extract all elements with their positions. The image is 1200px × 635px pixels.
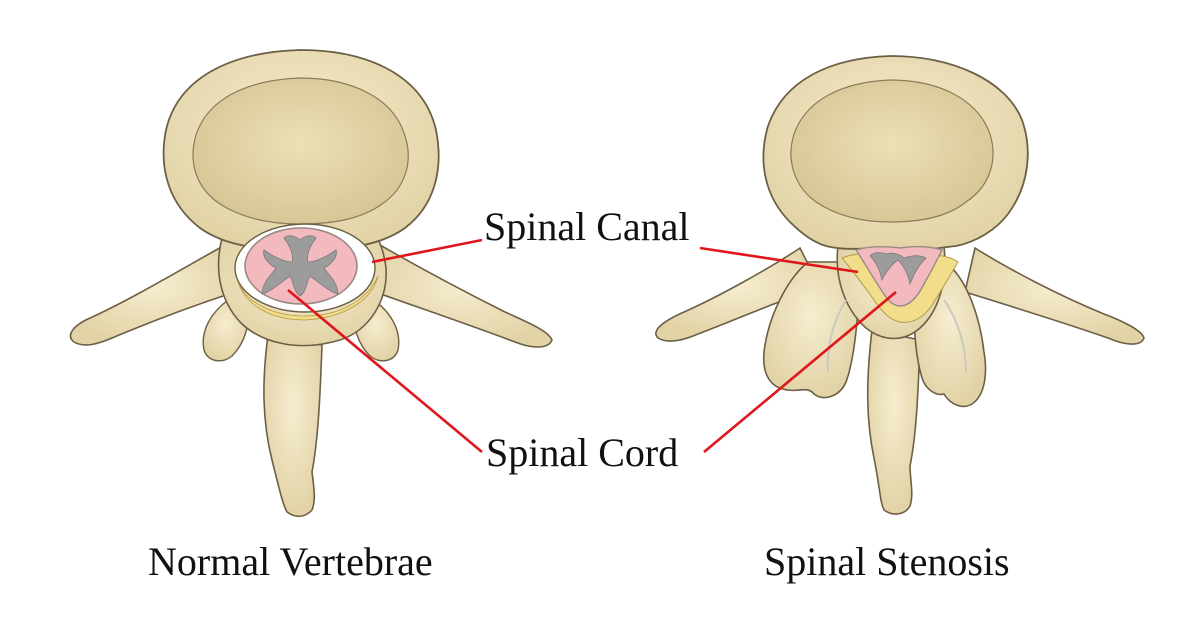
- leader-canal-stenosis: [699, 246, 859, 274]
- label-spinal-canal: Spinal Canal: [484, 204, 690, 249]
- leader-canal-normal: [371, 238, 483, 264]
- normal-endplate: [192, 77, 409, 225]
- normal-grey-matter: [261, 235, 339, 297]
- label-spinal-cord: Spinal Cord: [486, 430, 679, 475]
- stenosis-left-transverse-process: [655, 246, 822, 342]
- stenosis-nerve-root-right: [943, 299, 967, 373]
- stenosis-nerve-root-left: [826, 299, 847, 373]
- leader-lines: [287, 238, 897, 453]
- leader-cord-normal: [287, 289, 483, 453]
- normal-ligament: [237, 275, 379, 321]
- normal-spinous-process: [263, 334, 323, 518]
- stenosis-vertebra: [655, 55, 1145, 515]
- normal-right-transverse-process: [374, 243, 553, 348]
- stenosis-grey-matter: [869, 252, 927, 286]
- normal-vertebra: [69, 49, 553, 518]
- caption-spinal-stenosis: Spinal Stenosis: [764, 539, 1010, 584]
- leader-cord-stenosis: [703, 291, 897, 453]
- stenosis-right-transverse-process: [964, 246, 1145, 345]
- stenosis-spinous-process: [866, 329, 921, 515]
- stenosis-endplate: [790, 79, 994, 223]
- normal-left-transverse-process: [69, 243, 236, 346]
- caption-normal-vertebrae: Normal Vertebrae: [148, 539, 433, 584]
